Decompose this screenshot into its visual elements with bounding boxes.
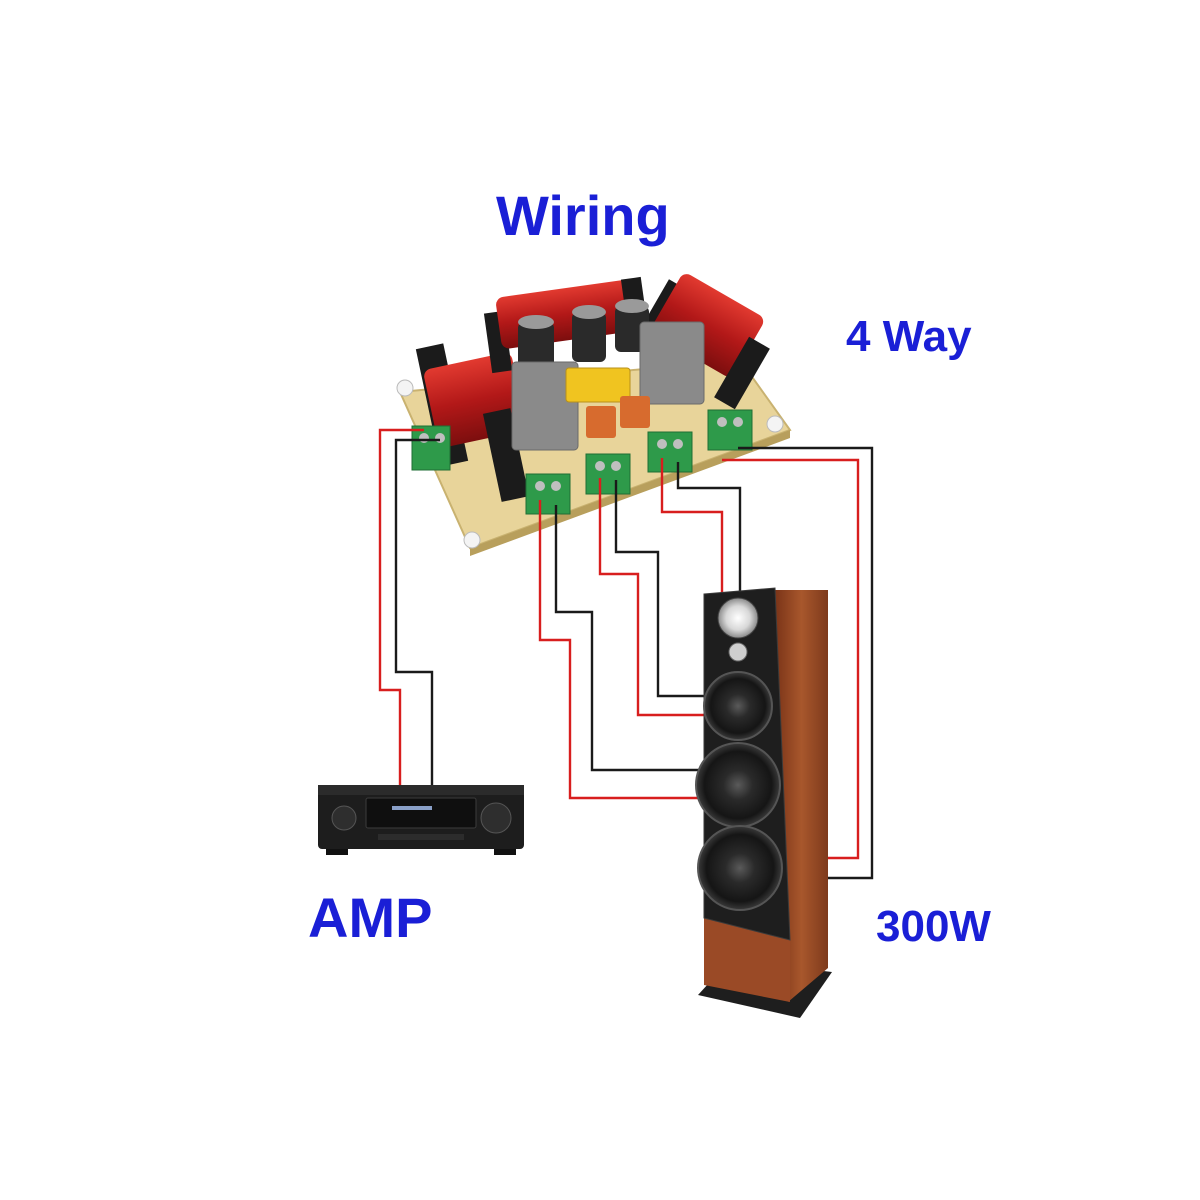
speaker-front-wood (704, 905, 790, 1002)
woofer-driver (697, 825, 783, 911)
amplifier-receiver-icon (318, 785, 524, 855)
wire-midbass-positive (538, 500, 735, 800)
tweeter-port (728, 642, 748, 662)
yellow-capacitor (565, 367, 631, 403)
terminal-midbass (585, 453, 631, 495)
resistor (586, 406, 616, 438)
terminal-input (411, 425, 451, 471)
terminal-woofer (525, 473, 571, 515)
standoff (463, 531, 481, 549)
crossover-type-label: 4 Way (846, 312, 972, 361)
capacitor (572, 305, 606, 362)
amp-label: AMP (308, 886, 433, 949)
film-capacitor (639, 321, 705, 405)
wire-input-negative (394, 438, 440, 790)
midbass-driver (695, 742, 781, 828)
terminal-mid (647, 431, 693, 473)
wire-mid-negative (614, 480, 735, 698)
floor-speaker-icon (695, 587, 832, 1018)
capacitor (518, 315, 554, 372)
standoff (396, 379, 414, 397)
standoff (766, 415, 784, 433)
amp-knob-right (480, 802, 512, 834)
wire-tweeter-negative (676, 462, 742, 626)
midrange-driver (703, 671, 773, 741)
terminal-tweeter (707, 409, 753, 451)
power-rating-label: 300W (876, 902, 991, 951)
wire-midbass-negative (554, 505, 735, 772)
crossover-board-icon (396, 274, 792, 556)
resistor (620, 396, 650, 428)
film-capacitor (511, 361, 579, 451)
wire-input-positive (378, 428, 424, 790)
inductor-coil (415, 343, 530, 502)
amp-display (365, 797, 477, 829)
tweeter-driver (717, 597, 759, 639)
diagram-title: Wiring (496, 184, 670, 247)
wire-mid-positive (598, 478, 735, 717)
amp-knob-left (331, 805, 357, 831)
